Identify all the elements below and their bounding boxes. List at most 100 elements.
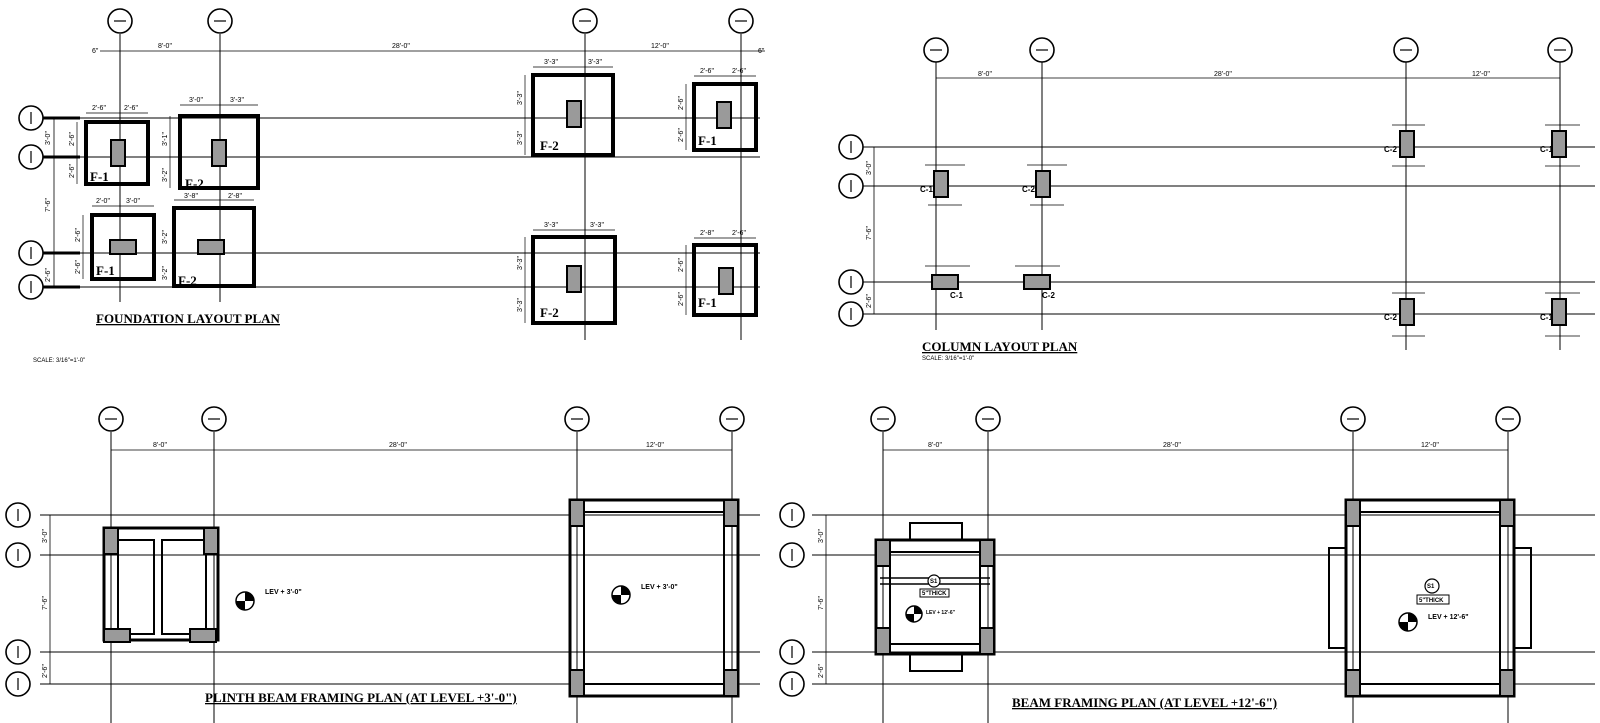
dim-bay-1: 8'-0" <box>928 442 942 449</box>
dim-edge-left: 6" <box>92 48 99 55</box>
level-label: LEV + 3'-0" <box>641 584 678 591</box>
footing-width-dim: 2'-6" <box>732 230 746 237</box>
dim-left-3: 2'-6" <box>42 664 49 678</box>
footing-height-dim: 3'-2" <box>162 168 169 182</box>
beam-framing-plan: 8'-0" 28'-0" 12'-0" 3'-0" 7'-6" 2'-6" <box>779 406 1595 723</box>
footing-outlines <box>84 73 758 325</box>
footing-height-dim: 3'-2" <box>162 230 169 244</box>
column-tag: C-2 <box>1042 291 1055 300</box>
dim-left-2: 7'-6" <box>818 596 825 610</box>
footing-width-dim: 3'-3" <box>230 97 244 104</box>
dim-left-1: 3'-0" <box>42 529 49 543</box>
footing-width-dim: 3'-3" <box>590 222 604 229</box>
dim-bay-3: 12'-0" <box>646 442 664 449</box>
level-marker-icon <box>235 591 255 611</box>
plan-title: FOUNDATION LAYOUT PLAN <box>96 311 281 326</box>
footing-tag: F-1 <box>698 133 717 148</box>
footing-width-dim: 2'-6" <box>92 105 106 112</box>
plan-scale: SCALE: 3/16"=1'-0" <box>922 356 974 362</box>
dim-bay-1: 8'-0" <box>158 43 172 50</box>
footing-width-dim: 3'-3" <box>544 222 558 229</box>
dim-bay-3: 12'-0" <box>1421 442 1439 449</box>
footing-height-dim: 2'-6" <box>678 292 685 306</box>
dim-bay-3: 12'-0" <box>1472 71 1490 78</box>
column-tag: C-2 <box>1022 185 1035 194</box>
slab-thickness: 5"THICK <box>922 591 947 597</box>
footing-width-dim: 2'-6" <box>700 68 714 75</box>
footing-width-dim: 3'-8" <box>184 193 198 200</box>
footing-height-dim: 2'-6" <box>69 132 76 146</box>
grid-bubbles-left <box>838 134 864 327</box>
grid-bubbles-top <box>98 406 745 432</box>
column-tag: C-1 <box>1540 313 1553 322</box>
slab-tag: S1 <box>1427 584 1435 590</box>
footing-width-dim: 2'-6" <box>732 68 746 75</box>
footing-width-dim: 2'-0" <box>96 198 110 205</box>
footing-height-dim: 3'-2" <box>162 266 169 280</box>
beam-columns-left <box>875 539 995 655</box>
foundation-layout-plan: 8'-0" 28'-0" 12'-0" 6" 6" 3'-0" 7'-6" 2'… <box>18 8 765 364</box>
dim-left-3: 2'-6" <box>45 268 52 282</box>
grid-bubbles-left <box>779 502 805 697</box>
level-marker-icon <box>905 605 923 623</box>
plinth-beam-framing-plan: 8'-0" 28'-0" 12'-0" 3'-0" 7'-6" 2'-6" <box>5 406 760 723</box>
plan-title: BEAM FRAMING PLAN (AT LEVEL +12'-6") <box>1012 695 1277 710</box>
dim-left-3: 2'-6" <box>818 664 825 678</box>
column-tag: C-1 <box>950 291 963 300</box>
slab-thickness: 5"THICK <box>1419 598 1444 604</box>
dim-bay-2: 28'-0" <box>389 442 407 449</box>
footing-height-dim: 3'-3" <box>517 131 524 145</box>
plan-title: COLUMN LAYOUT PLAN <box>922 339 1078 354</box>
column-tag: C-1 <box>1540 145 1553 154</box>
level-label: LEV + 12'-6" <box>926 610 956 616</box>
plinth-beams-right <box>568 498 740 698</box>
beam-columns-right <box>1345 499 1515 697</box>
footing-width-dim: 3'-0" <box>189 97 203 104</box>
footing-tag: F-1 <box>90 169 109 184</box>
slab-tag-icon <box>919 574 950 598</box>
footing-height-dim: 2'-6" <box>75 228 82 242</box>
footing-width-dim: 2'-6" <box>124 105 138 112</box>
slab-tag: S1 <box>930 579 938 585</box>
dim-bay-2: 28'-0" <box>1214 71 1232 78</box>
dim-left-1: 3'-0" <box>818 529 825 543</box>
footing-tag: F-2 <box>185 176 204 191</box>
footing-tag: F-1 <box>698 295 717 310</box>
footing-width-dim: 3'-3" <box>588 59 602 66</box>
footing-tag: F-2 <box>178 273 197 288</box>
footing-height-dim: 2'-6" <box>69 164 76 178</box>
plan-title: PLINTH BEAM FRAMING PLAN (AT LEVEL +3'-0… <box>205 690 517 705</box>
footing-height-dim: 2'-6" <box>75 260 82 274</box>
dim-bay-2: 28'-0" <box>392 43 410 50</box>
plinth-beams-left <box>102 526 220 642</box>
level-label: LEV + 12'-6" <box>1428 614 1469 621</box>
dim-left-2: 7'-6" <box>45 198 52 212</box>
grid-bubbles-top <box>870 406 1521 432</box>
dim-bay-1: 8'-0" <box>153 442 167 449</box>
column-tag: C-2 <box>1384 313 1397 322</box>
footing-tag: F-1 <box>96 263 115 278</box>
footing-columns <box>109 100 734 295</box>
footing-tag: F-2 <box>540 138 559 153</box>
dim-left-2: 7'-6" <box>42 596 49 610</box>
column-layout-plan: 8'-0" 28'-0" 12'-0" 3'-0" 7'-6" 2'-6" C-… <box>838 37 1595 362</box>
footing-width-dim: 2'-8" <box>700 230 714 237</box>
dim-left-1: 3'-0" <box>866 161 873 175</box>
dim-bay-3: 12'-0" <box>651 43 669 50</box>
level-marker-icon <box>611 585 631 605</box>
footing-height-dim: 3'-3" <box>517 298 524 312</box>
grid-bubbles-top <box>923 37 1573 63</box>
dim-bay-2: 28'-0" <box>1163 442 1181 449</box>
beams-right <box>1328 498 1532 698</box>
footing-height-dim: 2'-6" <box>678 258 685 272</box>
footing-width-dim: 3'-0" <box>126 198 140 205</box>
footing-height-dim: 3'-3" <box>517 91 524 105</box>
footing-height-dim: 3'-3" <box>517 256 524 270</box>
column-tag: C-1 <box>920 185 933 194</box>
plinth-columns-left <box>103 527 219 643</box>
grid-bubbles-top <box>107 8 754 34</box>
grid-bubbles-left <box>18 105 44 300</box>
dim-left-3: 2'-6" <box>866 294 873 308</box>
slab-tag-icon <box>1416 578 1450 605</box>
